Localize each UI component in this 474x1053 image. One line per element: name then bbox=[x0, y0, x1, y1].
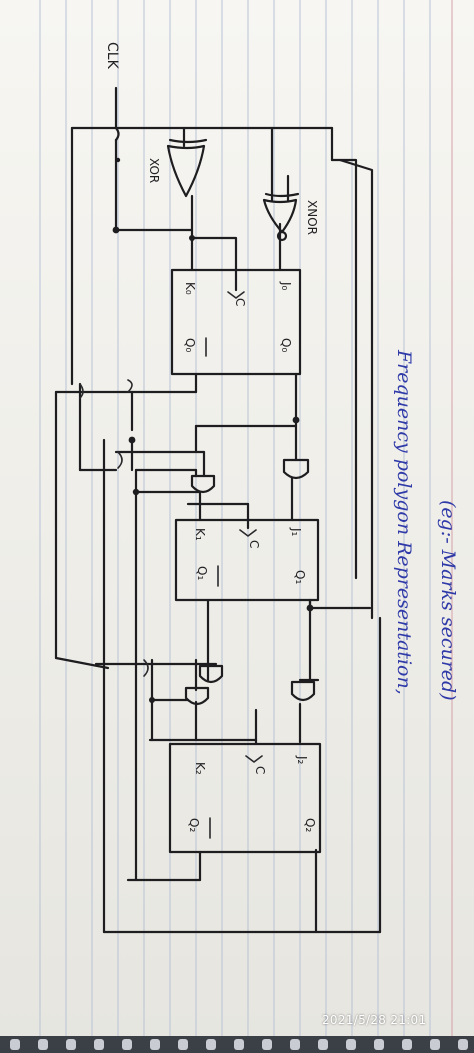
ff2-qbar-label: Q₂ bbox=[187, 818, 201, 832]
and-gate-mid bbox=[198, 664, 224, 684]
margin-note-marks: (eg:- Marks secured) bbox=[437, 500, 459, 701]
ff1-qbar-label: Q₁ bbox=[195, 566, 209, 580]
clk-label: CLK bbox=[104, 42, 120, 70]
ruled-lines bbox=[39, 0, 453, 1036]
ff2-k-label: K₂ bbox=[193, 762, 207, 775]
ff0-j-label: J₀ bbox=[279, 281, 293, 291]
xnor-gate: XNOR bbox=[262, 174, 319, 242]
ff0-qbar-label: Q₀ bbox=[183, 338, 197, 352]
clock-input: CLK bbox=[104, 42, 120, 142]
and-gate-k1 bbox=[190, 474, 216, 494]
margin-notes: (eg:- Marks secured) Frequency polygon R… bbox=[393, 349, 459, 701]
wiring bbox=[54, 126, 382, 934]
ff0-k-label: K₀ bbox=[183, 282, 197, 295]
junction-dots bbox=[112, 157, 314, 703]
photo-timestamp: 2021/5/28 21:01 bbox=[322, 1013, 427, 1027]
xor-gate: XOR bbox=[147, 138, 208, 198]
ff1-j-label: J₁ bbox=[289, 527, 303, 537]
ff2-c-label: C bbox=[253, 766, 267, 774]
ff2-j-label: J₂ bbox=[295, 755, 309, 765]
and-gate-j2 bbox=[290, 680, 316, 702]
ff0-q-label: Q₀ bbox=[279, 338, 293, 352]
xor-label: XOR bbox=[147, 158, 161, 183]
margin-note-frequency: Frequency polygon Representation, bbox=[393, 349, 415, 695]
ff2-q-label: Q₂ bbox=[303, 818, 317, 832]
and-gate-j1 bbox=[282, 458, 310, 480]
xnor-label: XNOR bbox=[305, 200, 319, 235]
and-gate-k2 bbox=[184, 686, 210, 706]
ff0-c-label: C bbox=[233, 298, 247, 306]
ff1-k-label: K₁ bbox=[193, 528, 207, 541]
ff1-q-label: Q₁ bbox=[293, 570, 307, 584]
notebook-spiral bbox=[0, 1036, 474, 1053]
ff1-c-label: C bbox=[247, 540, 261, 548]
flip-flop-1: J₁ K₁ C Q₁ Q₁ bbox=[174, 518, 320, 602]
flip-flop-0: J₀ K₀ C Q₀ Q₀ bbox=[170, 268, 302, 376]
flip-flop-2: J₂ K₂ C Q₂ Q₂ bbox=[168, 742, 322, 854]
